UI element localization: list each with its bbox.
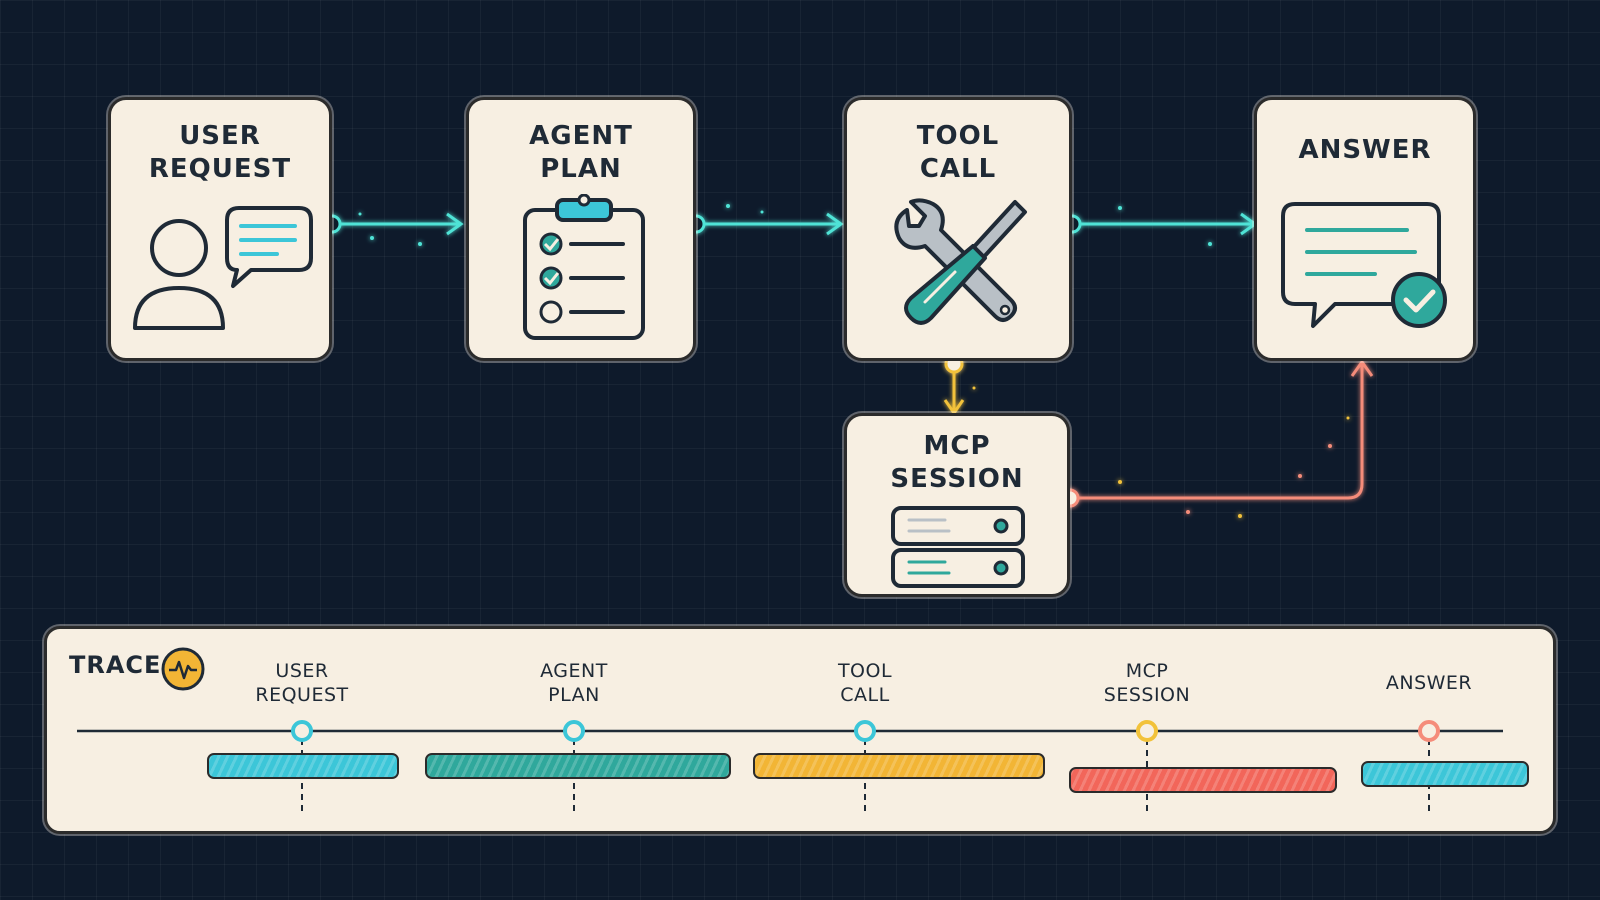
mcp-session-title: MCP SESSION — [890, 431, 1024, 494]
trace-timeline — [77, 720, 1503, 815]
user-request-title: USER REQUEST — [148, 121, 292, 184]
trace-bar-answer — [1361, 761, 1529, 787]
trace-marker-user-request — [291, 720, 313, 742]
pulse-icon — [161, 647, 205, 691]
agent-plan-title: AGENT PLAN — [529, 121, 633, 184]
trace-marker-mcp-session — [1136, 720, 1158, 742]
trace-panel: TRACE USER REQUEST AGENT PLAN TOOL CALL … — [44, 626, 1556, 834]
trace-bar-agent-plan — [425, 753, 731, 779]
arrow-tool-to-answer — [1062, 206, 1258, 246]
user-request-card: USER REQUEST — [108, 97, 332, 361]
answer-card: ANSWER — [1254, 97, 1476, 361]
trace-stage-label-agent-plan: AGENT PLAN — [540, 660, 608, 706]
wrench-screwdriver-icon — [894, 198, 1027, 325]
answer-title: ANSWER — [1298, 135, 1432, 165]
trace-marker-agent-plan — [563, 720, 585, 742]
agent-plan-card: AGENT PLAN — [466, 97, 696, 361]
trace-marker-answer — [1418, 720, 1440, 742]
trace-bar-tool-call — [753, 753, 1045, 779]
mcp-session-card: MCP SESSION — [844, 413, 1070, 597]
arrow-mcp-to-answer — [1060, 359, 1374, 518]
trace-marker-tool-call — [854, 720, 876, 742]
arrow-user-to-agent — [322, 212, 464, 246]
user-chat-icon — [133, 206, 313, 330]
trace-bar-user-request — [207, 753, 399, 779]
trace-stage-label-tool-call: TOOL CALL — [837, 660, 893, 706]
tool-call-title: TOOL CALL — [916, 121, 1000, 184]
arrow-agent-to-tool — [686, 204, 844, 236]
chat-check-icon — [1281, 202, 1447, 328]
trace-stage-label-mcp-session: MCP SESSION — [1103, 660, 1191, 706]
trace-label: TRACE — [69, 651, 162, 679]
tool-call-card: TOOL CALL — [844, 97, 1072, 361]
trace-stage-label-user-request: USER REQUEST — [255, 660, 349, 706]
clipboard-checklist-icon — [523, 194, 645, 340]
arrow-tool-to-mcp — [943, 354, 976, 416]
trace-bar-mcp-session — [1069, 767, 1337, 793]
trace-stage-label-answer: ANSWER — [1385, 672, 1473, 694]
server-icon — [891, 506, 1025, 588]
